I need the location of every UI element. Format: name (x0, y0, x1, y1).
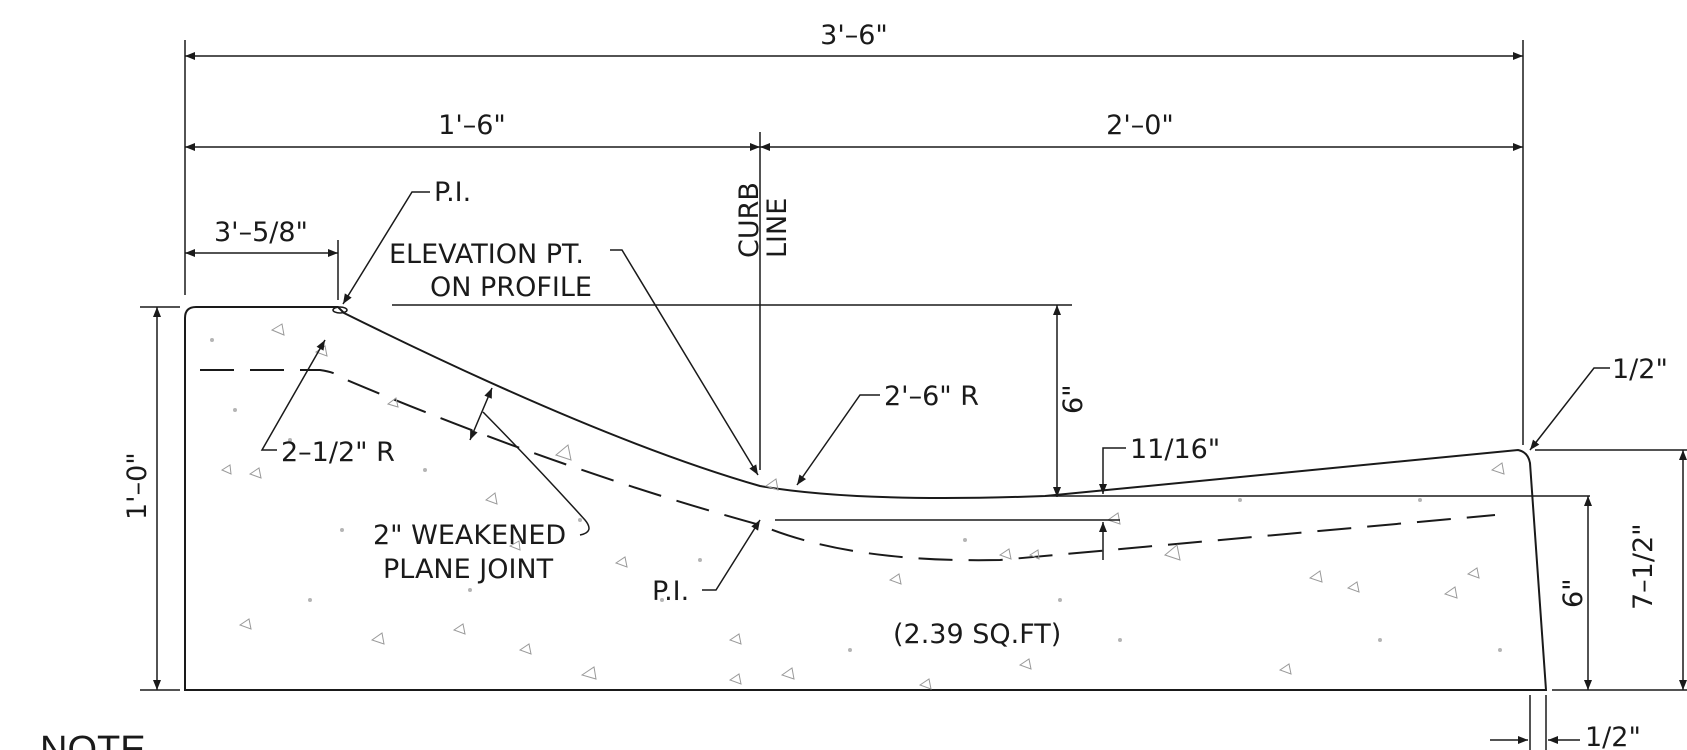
dim-split: 1'–6" 2'–0" (185, 110, 1523, 470)
pi-bottom-callout: P.I. (652, 519, 761, 607)
dim-lip-offset-label: 3'–5/8" (214, 217, 308, 248)
dim-bottom-batter: 1/2" (1490, 695, 1641, 750)
small-radius-callout: 2–1/2" R (260, 339, 395, 468)
dim-gutter-drop: 11/16" (775, 434, 1590, 560)
pi-top-callout: P.I. (342, 177, 471, 305)
dim-overall: 3'–6" (184, 20, 1524, 445)
dim-flowline-depth-label: 6" (1058, 384, 1089, 414)
top-radius-label: 1/2" (1612, 354, 1668, 385)
elevation-label-2: ON PROFILE (430, 272, 592, 303)
weakened-joint-callout: 2" WEAKENED PLANE JOINT (373, 387, 590, 585)
section-outline (184, 306, 1548, 691)
dim-right-heights: 6" 7–1/2" (1535, 449, 1687, 691)
pi-lip-mark (332, 306, 348, 314)
elevation-callout: ELEVATION PT. ON PROFILE (389, 239, 759, 476)
dim-bottom-batter-label: 1/2" (1585, 722, 1641, 750)
dim-total-height: 1'–0" (122, 306, 180, 691)
large-radius-callout: 2'–6" R (796, 381, 979, 486)
dashed-joint-line (200, 369, 1496, 562)
small-radius-label: 2–1/2" R (281, 437, 395, 468)
dim-overall-label: 3'–6" (820, 20, 888, 51)
dim-right-depth-label: 6" (1558, 578, 1589, 608)
joint-label-2: PLANE JOINT (383, 554, 554, 585)
pi-top-label: P.I. (434, 177, 471, 208)
large-radius-label: 2'–6" R (884, 381, 979, 412)
dim-right-label: 2'–0" (1106, 110, 1174, 141)
top-radius-callout: 1/2" (1529, 354, 1668, 451)
dim-left-label: 1'–6" (438, 110, 506, 141)
note-heading: NOTE (40, 729, 146, 750)
dim-lip-offset: 3'–5/8" (185, 217, 339, 300)
aggregate-texture (210, 323, 1505, 690)
dim-flowline-depth: 6" (392, 304, 1089, 497)
pi-bottom-label: P.I. (652, 576, 689, 607)
elevation-label-1: ELEVATION PT. (389, 239, 584, 270)
dim-gutter-drop-label: 11/16" (1130, 434, 1220, 465)
curb-line-label-2: LINE (762, 198, 793, 258)
dim-right-height-label: 7–1/2" (1628, 523, 1659, 610)
area-label: (2.39 SQ.FT) (893, 619, 1061, 650)
joint-label-1: 2" WEAKENED (373, 520, 566, 551)
curb-line-label-1: CURB (734, 182, 765, 258)
dim-total-height-label: 1'–0" (122, 452, 153, 520)
